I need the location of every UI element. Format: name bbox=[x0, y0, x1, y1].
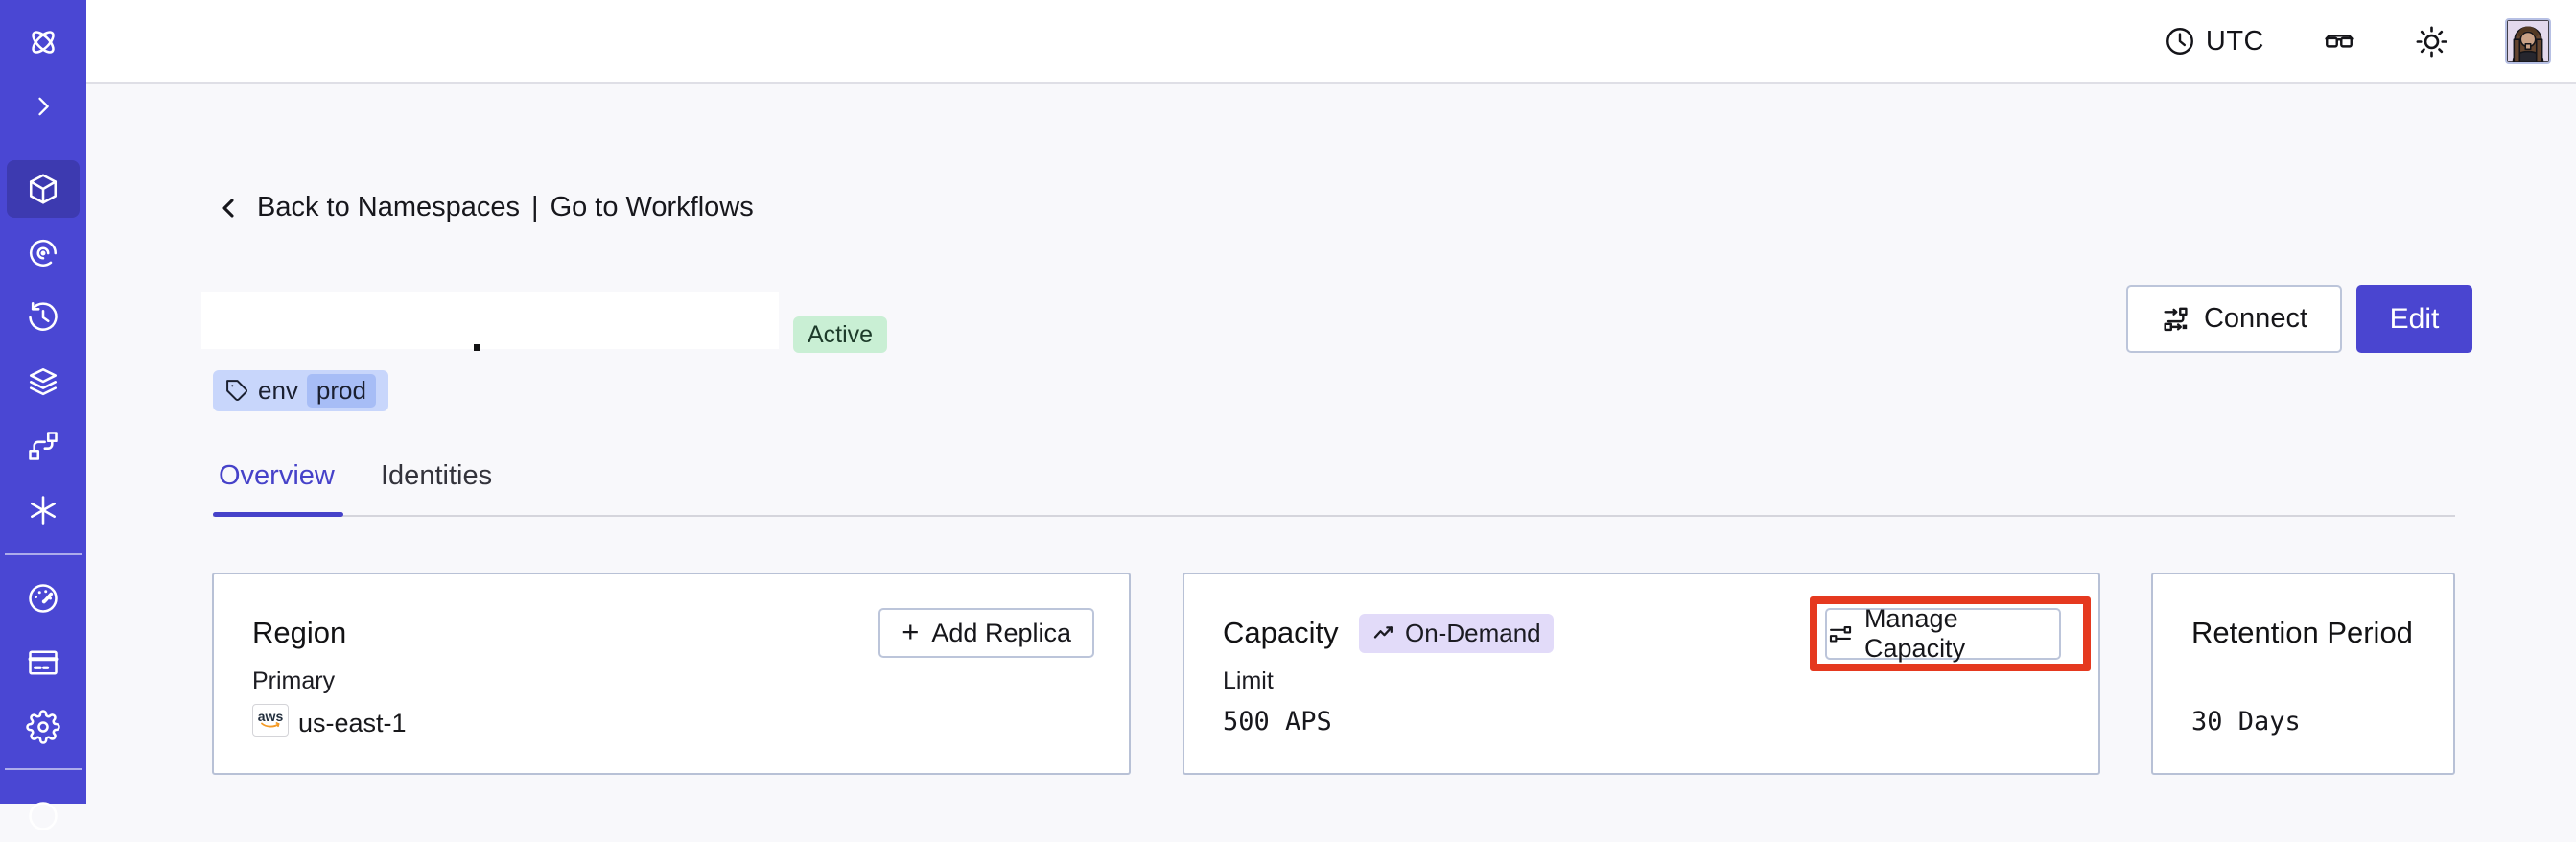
capacity-limit-label: Limit bbox=[1223, 667, 1274, 694]
tabs-divider bbox=[213, 515, 2455, 517]
capacity-card-title: Capacity bbox=[1223, 616, 1339, 649]
sidebar-divider bbox=[5, 768, 82, 770]
user-avatar[interactable] bbox=[2505, 18, 2551, 64]
gauge-icon bbox=[29, 584, 58, 613]
connect-icon bbox=[2164, 307, 2188, 331]
retention-card-title: Retention Period bbox=[2191, 616, 2413, 649]
sidebar-item-layers[interactable] bbox=[0, 353, 86, 410]
add-replica-button[interactable]: + Add Replica bbox=[878, 608, 1094, 658]
edit-button[interactable]: Edit bbox=[2356, 285, 2472, 353]
manage-capacity-label: Manage Capacity bbox=[1864, 604, 1966, 663]
region-value: us-east-1 bbox=[298, 709, 407, 737]
back-chevron-icon[interactable] bbox=[213, 193, 244, 223]
sidebar-item-usage[interactable] bbox=[0, 570, 86, 627]
branch-icon bbox=[29, 432, 58, 460]
capacity-card: Capacity On-Demand Manage Capacity Limit… bbox=[1183, 573, 2100, 775]
avatar-image bbox=[2507, 20, 2549, 62]
sliders-icon bbox=[1829, 625, 1852, 643]
timezone-label: UTC bbox=[2205, 25, 2264, 57]
clock-history-icon bbox=[29, 302, 58, 331]
theme-toggle-button[interactable] bbox=[2414, 24, 2449, 59]
region-primary-label: Primary bbox=[252, 667, 336, 694]
sidebar-item-history[interactable] bbox=[0, 289, 86, 346]
namespace-tag-chip: env prod bbox=[213, 370, 388, 411]
gear-icon bbox=[26, 710, 60, 744]
clock-icon bbox=[2166, 28, 2193, 55]
plus-icon: + bbox=[902, 614, 920, 648]
layers-icon bbox=[29, 367, 58, 396]
on-demand-badge: On-Demand bbox=[1359, 614, 1554, 653]
tag-key: env bbox=[258, 376, 298, 405]
namespace-title-redacted bbox=[201, 292, 779, 349]
breadcrumb-back-link[interactable]: Back to Namespaces bbox=[257, 192, 521, 222]
topbar: UTC bbox=[86, 0, 2576, 84]
connect-button[interactable]: Connect bbox=[2126, 285, 2342, 353]
capacity-value: 500 APS bbox=[1223, 707, 1332, 737]
manage-capacity-button[interactable]: Manage Capacity bbox=[1825, 604, 2061, 663]
retention-card: Retention Period 30 Days bbox=[2151, 573, 2455, 775]
timezone-selector[interactable]: UTC bbox=[2164, 25, 2264, 58]
tab-overview[interactable]: Overview bbox=[219, 460, 335, 491]
aws-provider-icon: aws bbox=[252, 704, 289, 737]
sun-icon bbox=[2416, 26, 2447, 57]
add-replica-label: Add Replica bbox=[931, 618, 1071, 647]
sidebar-item-settings[interactable] bbox=[0, 698, 86, 756]
sidebar bbox=[0, 0, 86, 830]
support-icon bbox=[29, 802, 58, 830]
breadcrumb-separator: | bbox=[531, 192, 539, 222]
cube-icon bbox=[29, 174, 58, 204]
asterisk-icon bbox=[31, 496, 56, 525]
active-tab-indicator bbox=[213, 512, 343, 517]
temporal-logo-icon[interactable] bbox=[0, 13, 86, 71]
status-badge: Active bbox=[793, 316, 888, 353]
tag-icon bbox=[226, 380, 248, 402]
edit-button-label: Edit bbox=[2389, 302, 2440, 335]
sidebar-item-support[interactable] bbox=[0, 784, 86, 842]
sidebar-item-nexus[interactable] bbox=[0, 481, 86, 539]
sidebar-item-deployments[interactable] bbox=[0, 417, 86, 475]
aws-smile bbox=[261, 722, 280, 728]
retention-value: 30 Days bbox=[2191, 707, 2301, 737]
connect-button-label: Connect bbox=[2203, 303, 2307, 334]
namespace-detail-page: UTC Back to Namespaces | Go bbox=[0, 0, 2576, 804]
trending-up-icon bbox=[1373, 626, 1393, 639]
codec-glasses-button[interactable] bbox=[2320, 25, 2358, 58]
sidebar-item-insights[interactable] bbox=[0, 224, 86, 282]
glasses-icon bbox=[2325, 35, 2354, 48]
tab-identities[interactable]: Identities bbox=[381, 460, 493, 491]
namespace-title-remnant-dot bbox=[474, 344, 480, 351]
tag-value: prod bbox=[306, 374, 376, 408]
breadcrumb-workflows-link[interactable]: Go to Workflows bbox=[550, 192, 754, 222]
sidebar-item-namespaces[interactable] bbox=[7, 160, 80, 218]
breadcrumb: Back to Namespaces | Go to Workflows bbox=[213, 192, 754, 223]
region-card-title: Region bbox=[252, 616, 347, 649]
sidebar-item-billing[interactable] bbox=[0, 634, 86, 691]
credit-card-icon bbox=[28, 650, 59, 675]
on-demand-badge-label: On-Demand bbox=[1405, 619, 1541, 647]
expand-chevron-icon[interactable] bbox=[0, 78, 86, 135]
spiral-eye-icon bbox=[29, 239, 58, 267]
sidebar-divider bbox=[5, 553, 82, 555]
region-card: Region + Add Replica Primary aws us-east… bbox=[212, 573, 1131, 775]
